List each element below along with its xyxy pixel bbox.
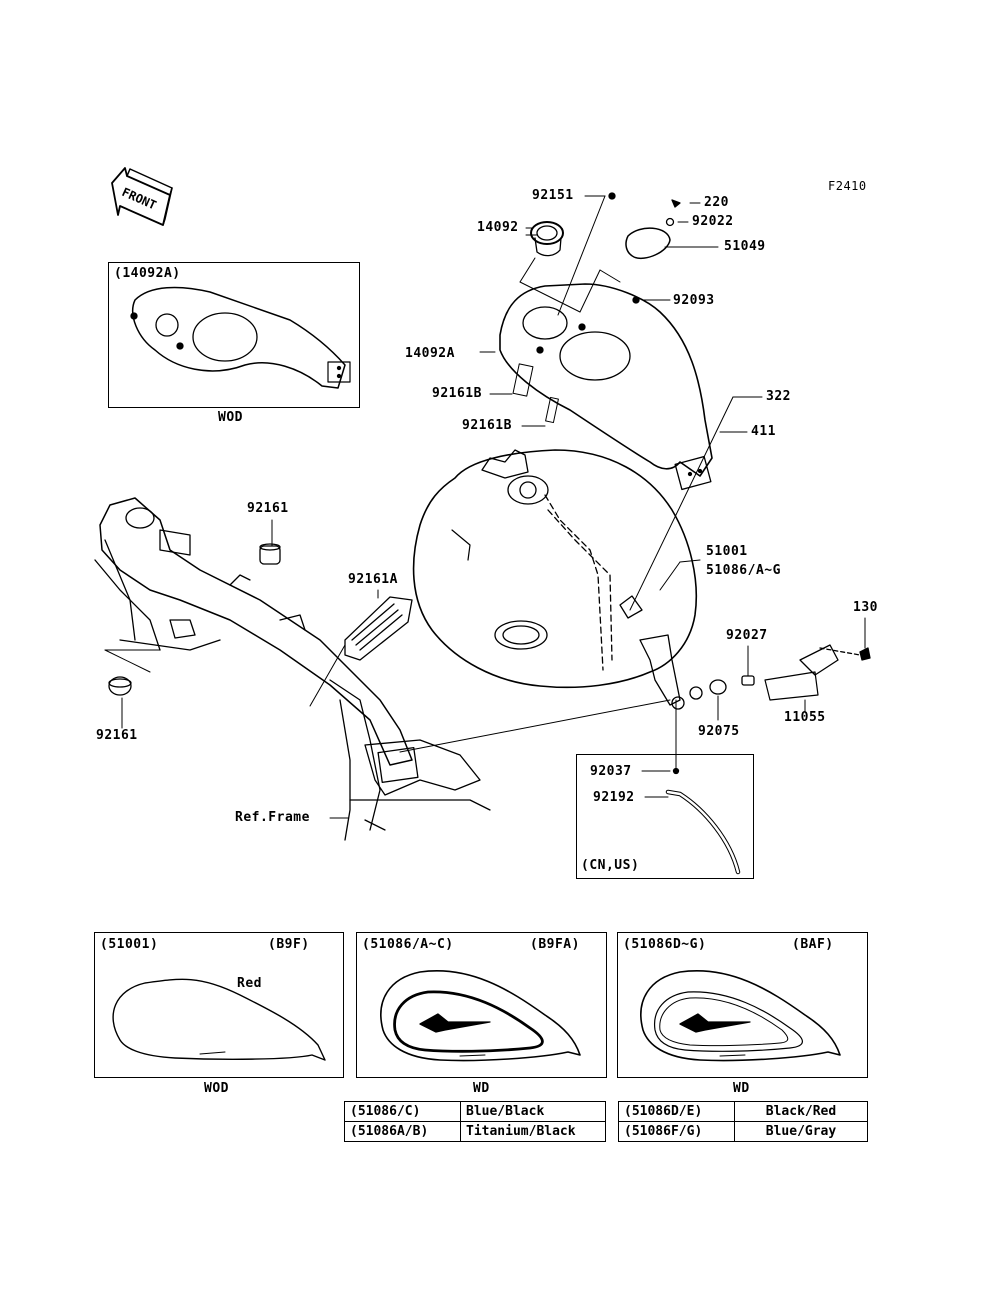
variant-footer-wd-2: WD [733,1081,750,1096]
leader-lines [104,195,866,819]
callout-92161-top: 92161 [247,501,289,516]
fuel-cap-drawing [525,221,564,257]
ref-frame-label: Ref.Frame [235,810,310,825]
damper-92075-icon [709,679,727,695]
callout-130: 130 [853,600,878,615]
table-cell-part: (51086F/G) [618,1121,735,1142]
variant-code-b9fa: (B9FA) [530,937,580,952]
inset-cn-us-box [576,754,754,879]
callout-51086-a-g: 51086/A~G [706,563,781,578]
frame-drawing [94,497,491,841]
variant-box-51086-a-c [356,932,607,1078]
color-table-right: (51086D/E) Black/Red (51086F/G) Blue/Gra… [618,1101,868,1142]
table-cell-color: Blue/Black [460,1101,606,1122]
front-arrow-icon: FRONT [111,167,173,226]
variant-part-51001: (51001) [100,937,159,952]
callout-411: 411 [751,424,776,439]
table-cell-part: (51086A/B) [344,1121,461,1142]
fuel-tank-drawing [412,449,703,710]
emblem-51049-drawing [625,227,671,259]
callout-92161A: 92161A [348,572,398,587]
inset-cover-box [108,262,360,408]
damper-92161-top-icon [259,543,281,565]
table-row: (51086/C) Blue/Black [344,1101,606,1122]
callout-92192: 92192 [593,790,635,805]
bolt-130-icon [859,647,871,661]
color-table-left: (51086/C) Blue/Black (51086A/B) Titanium… [344,1101,606,1142]
figure-code: F2410 [828,179,867,193]
callout-92151: 92151 [532,188,574,203]
callout-51001: 51001 [706,544,748,559]
callout-92161B-2: 92161B [462,418,512,433]
callout-220: 220 [704,195,729,210]
damper-92161-bottom-icon [108,676,132,696]
callout-92093: 92093 [673,293,715,308]
table-row: (51086D/E) Black/Red [618,1101,868,1122]
screw-220-icon [671,199,681,208]
callout-322: 322 [766,389,791,404]
variant-tank-b9fa-drawing [380,970,581,1062]
callout-92075: 92075 [698,724,740,739]
table-cell-color: Titanium/Black [460,1121,606,1142]
table-row: (51086A/B) Titanium/Black [344,1121,606,1142]
tank-cover-drawing [499,283,713,491]
variant-code-b9f: (B9F) [268,937,310,952]
variant-tank-baf-drawing [640,970,841,1062]
callout-14092A: 14092A [405,346,455,361]
variant-part-51086-a-c: (51086/A~C) [362,937,454,952]
variant-footer-wod: WOD [204,1081,229,1096]
bolt-92151-icon [608,192,616,200]
callout-14092: 14092 [477,220,519,235]
callout-92161-bottom: 92161 [96,728,138,743]
table-cell-color: Blue/Gray [734,1121,868,1142]
variant-box-51001 [94,932,344,1078]
variant-box-51086-d-g [617,932,868,1078]
table-cell-part: (51086D/E) [618,1101,735,1122]
inset-cover-footer: WOD [218,410,243,425]
callout-92027: 92027 [726,628,768,643]
callout-11055: 11055 [784,710,826,725]
variant-part-51086-d-g: (51086D~G) [623,937,707,952]
bracket-11055-drawing [764,644,861,701]
variant-code-baf: (BAF) [792,937,834,952]
inset-cover-drawing [130,286,351,389]
callout-92037: 92037 [590,764,632,779]
washer-92022-icon [665,217,675,227]
table-cell-part: (51086/C) [344,1101,461,1122]
table-cell-color: Black/Red [734,1101,868,1122]
variant-footer-wd-1: WD [473,1081,490,1096]
spacer-92027-icon [741,675,755,686]
table-row: (51086F/G) Blue/Gray [618,1121,868,1142]
callout-51049: 51049 [724,239,766,254]
variant-color-note-red: Red [237,976,262,991]
callout-92022: 92022 [692,214,734,229]
callout-92161B-1: 92161B [432,386,482,401]
rubber-pad-92161A-drawing [344,596,413,661]
variant-tank-red-drawing [112,978,326,1061]
inset-cover-header: (14092A) [114,266,181,281]
inset-cn-us-footer: (CN,US) [581,858,640,873]
